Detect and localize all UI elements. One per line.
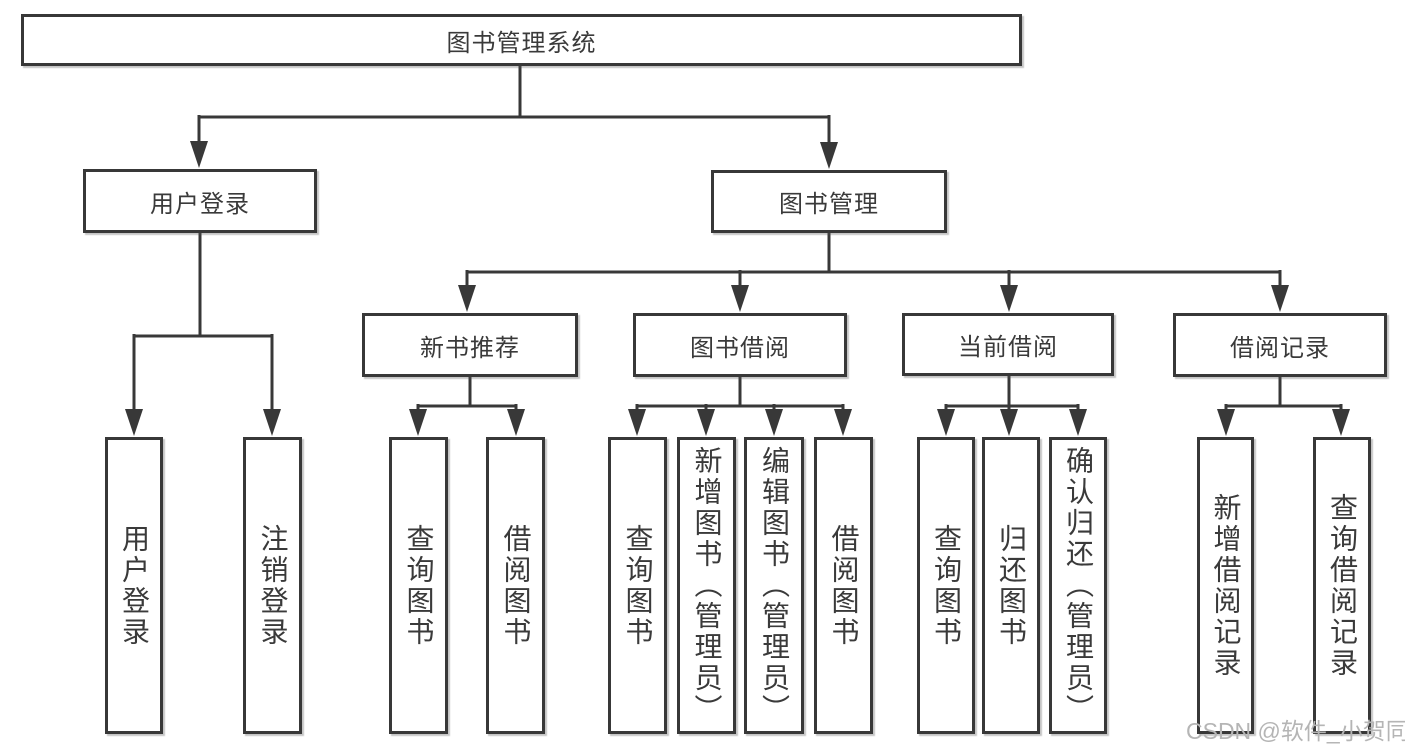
node-book-borrow: 图书借阅 [633, 313, 847, 377]
leaf-return-book: 归还图书 [982, 437, 1040, 734]
leaf-query-book-recommend: 查询图书 [389, 437, 448, 734]
node-root: 图书管理系统 [21, 14, 1022, 66]
leaf-confirm-return-admin: 确认归还（管理员） [1049, 437, 1107, 734]
leaf-borrow-book-recommend: 借阅图书 [486, 437, 545, 734]
node-new-book-recommend: 新书推荐 [362, 313, 578, 377]
leaf-add-book-admin: 新增图书（管理员） [677, 437, 736, 734]
leaf-query-borrow-record: 查询借阅记录 [1313, 437, 1371, 734]
node-current-borrow: 当前借阅 [902, 313, 1114, 376]
leaf-query-book-current: 查询图书 [917, 437, 975, 734]
watermark-text: CSDN @软件_小贺同学 [1186, 718, 1405, 744]
node-borrow-record: 借阅记录 [1173, 313, 1387, 377]
leaf-borrow-book: 借阅图书 [814, 437, 873, 734]
leaf-edit-book-admin: 编辑图书（管理员） [744, 437, 804, 734]
leaf-user-login: 用户登录 [105, 437, 163, 734]
leaf-query-book-borrow: 查询图书 [608, 437, 667, 734]
node-user-login: 用户登录 [83, 169, 317, 233]
leaf-add-borrow-record: 新增借阅记录 [1197, 437, 1254, 734]
node-book-management: 图书管理 [711, 170, 947, 233]
leaf-logout-login: 注销登录 [243, 437, 302, 734]
